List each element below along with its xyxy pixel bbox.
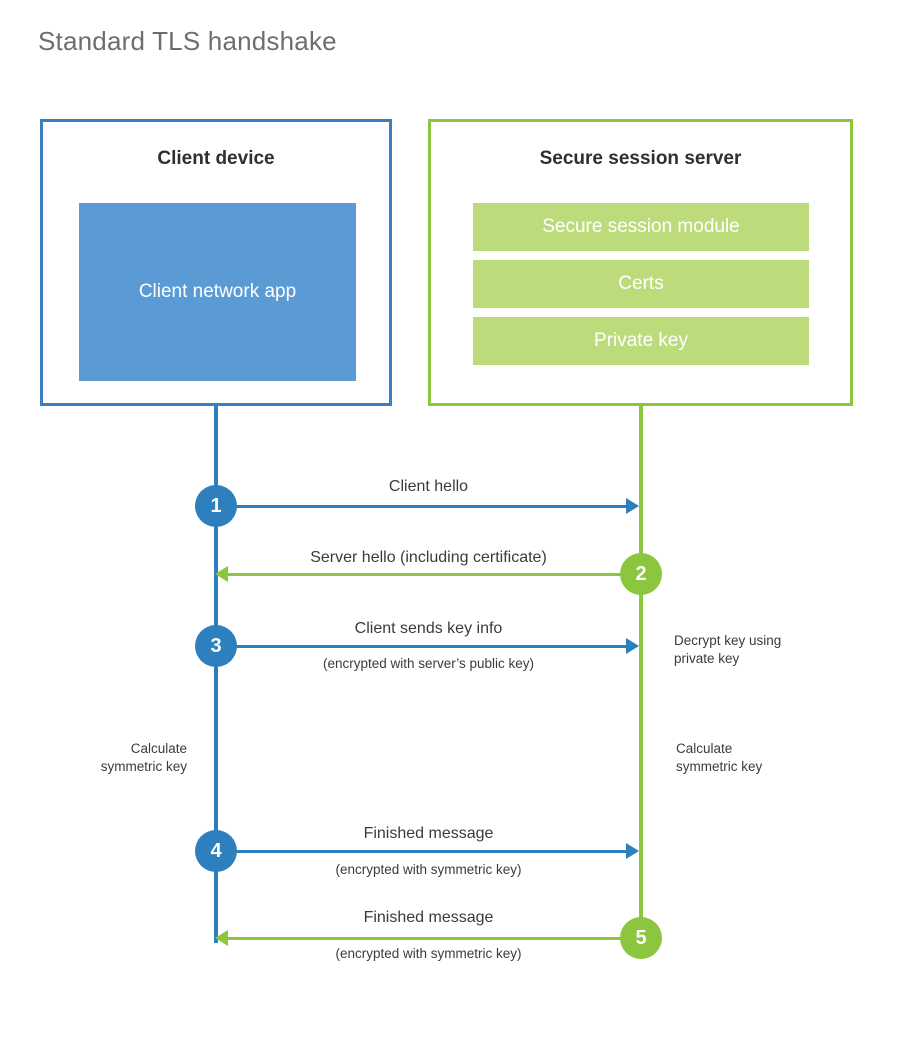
note-decrypt-key: Decrypt key using private key [674, 633, 782, 667]
step-1-arrowhead-icon [626, 498, 639, 514]
server-module-secure-session: Secure session module [473, 203, 809, 251]
step-3-sublabel: (encrypted with server’s public key) [322, 656, 535, 671]
client-device-title: Client device [157, 148, 275, 169]
client-network-app-block: Client network app [79, 203, 356, 381]
step-4-label: Finished message [363, 825, 494, 842]
secure-session-server-title: Secure session server [539, 148, 742, 169]
step-3-badge[interactable]: 3 [195, 625, 237, 667]
server-module-private-key: Private key [473, 317, 809, 365]
step-4-sublabel: (encrypted with symmetric key) [335, 862, 522, 877]
step-5-arrowhead-icon [215, 930, 228, 946]
step-5-arrow-line [228, 937, 628, 940]
step-3-arrowhead-icon [626, 638, 639, 654]
step-5-badge[interactable]: 5 [620, 917, 662, 959]
step-4-arrowhead-icon [626, 843, 639, 859]
client-lifeline [214, 406, 218, 943]
step-4-arrow-line [216, 850, 628, 853]
note-server-calculate-symmetric-key: Calculate symmetric key [676, 741, 763, 775]
step-3-arrow-line [216, 645, 628, 648]
step-2-label: Server hello (including certificate) [310, 549, 547, 566]
client-device-box: Client device Client network app [40, 119, 392, 406]
step-2-badge[interactable]: 2 [620, 553, 662, 595]
step-3-label: Client sends key info [354, 620, 503, 637]
step-5-label: Finished message [363, 909, 494, 926]
step-2-arrow-line [228, 573, 628, 576]
step-1-arrow-line [216, 505, 628, 508]
step-1-badge[interactable]: 1 [195, 485, 237, 527]
server-module-list: Secure session module Certs Private key [473, 203, 809, 365]
step-2-arrowhead-icon [215, 566, 228, 582]
server-lifeline [639, 406, 643, 943]
step-4-badge[interactable]: 4 [195, 830, 237, 872]
note-client-calculate-symmetric-key: Calculate symmetric key [100, 741, 187, 775]
step-5-sublabel: (encrypted with symmetric key) [335, 946, 522, 961]
page-title: Standard TLS handshake [38, 26, 337, 56]
server-module-certs: Certs [473, 260, 809, 308]
step-1-label: Client hello [388, 478, 469, 495]
secure-session-server-box: Secure session server Secure session mod… [428, 119, 853, 406]
